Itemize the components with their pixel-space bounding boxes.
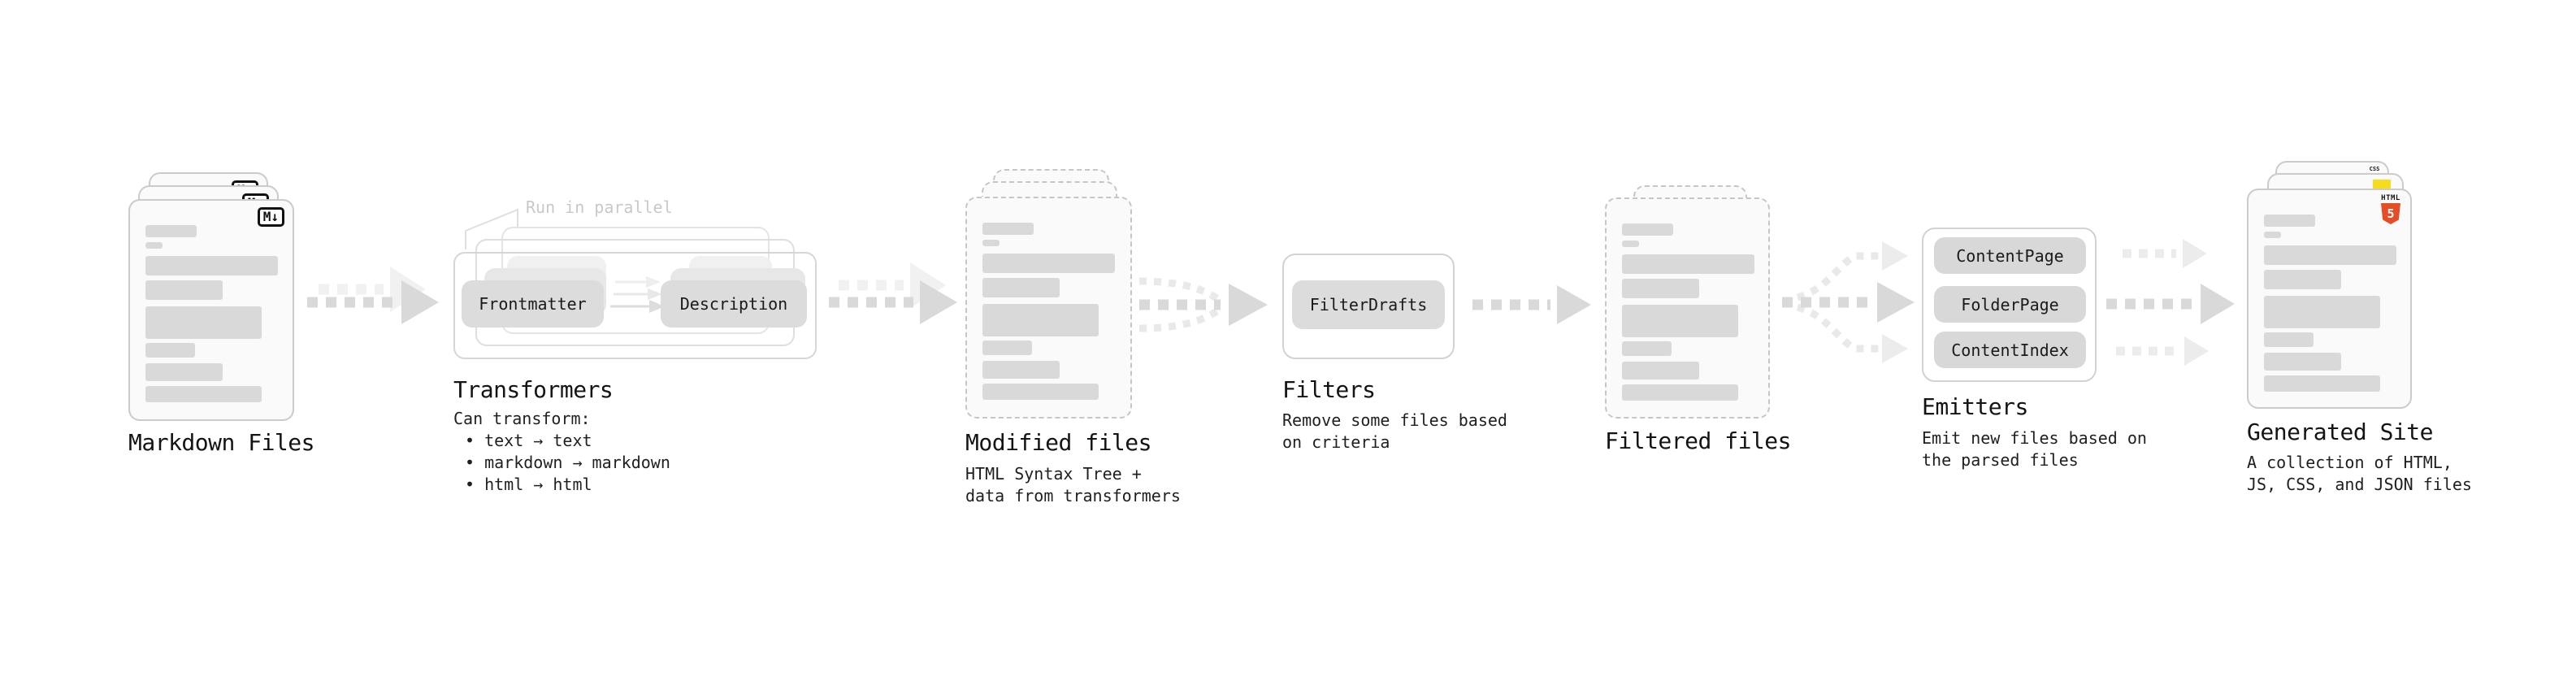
skeleton-bar	[145, 363, 223, 381]
site-file-card-html: HTML 5	[2247, 189, 2412, 409]
skeleton-bar	[982, 278, 1060, 297]
arrow-markdown-to-transformers	[307, 267, 439, 324]
transform-item: • html → html	[465, 475, 592, 494]
skeleton-bar	[2264, 353, 2341, 371]
emitter-pill-contentpage: ContentPage	[1934, 237, 2086, 274]
transformers-desc-title: Can transform:	[453, 409, 591, 428]
skeleton-bar	[145, 343, 195, 358]
description-pill: Description	[661, 280, 807, 327]
skeleton-bar	[982, 254, 1115, 273]
arrow-modified-to-filters	[1138, 277, 1268, 332]
emitters-label: Emitters	[1922, 393, 2028, 420]
skeleton-bar	[145, 256, 278, 275]
skeleton-bar	[1622, 341, 1672, 356]
skeleton-bar	[145, 280, 223, 300]
skeleton-bar	[1622, 279, 1699, 298]
filtered-files-label: Filtered files	[1605, 427, 1792, 454]
filtered-file-card	[1605, 197, 1770, 419]
markdown-icon: M↓	[257, 207, 284, 227]
arrow-filtered-to-emitters	[1782, 241, 1915, 363]
arrow-emitters-to-site	[2106, 239, 2235, 366]
js-icon	[2373, 180, 2391, 189]
skeleton-bar	[2264, 332, 2314, 347]
skeleton-bar	[982, 384, 1099, 400]
skeleton-bar	[982, 340, 1032, 355]
modified-files-label: Modified files	[965, 429, 1152, 456]
modified-file-card	[965, 197, 1132, 419]
transform-item: • text → text	[465, 431, 592, 450]
emitters-desc: Emit new files based on the parsed files	[1922, 428, 2147, 470]
markdown-file-card: M↓	[128, 199, 294, 421]
skeleton-bar	[2264, 215, 2315, 227]
generated-site-label: Generated Site	[2247, 419, 2434, 445]
run-in-parallel-annotation: Run in parallel	[526, 197, 673, 217]
filterdrafts-pill: FilterDrafts	[1292, 280, 1445, 329]
skeleton-bar	[1622, 384, 1738, 401]
skeleton-bar	[2264, 296, 2380, 328]
annotation-connector-line	[465, 208, 518, 249]
emitter-pill-folderpage: FolderPage	[1934, 286, 2086, 323]
transform-item: • markdown → markdown	[465, 453, 670, 472]
transformer-box	[453, 252, 817, 359]
arrow-filters-to-filtered	[1472, 285, 1591, 324]
transformers-label: Transformers	[453, 376, 614, 403]
skeleton-bar	[145, 306, 262, 339]
modified-files-desc: HTML Syntax Tree + data from transformer…	[965, 464, 1181, 505]
frontmatter-pill: Frontmatter	[462, 280, 604, 327]
skeleton-bar	[2264, 245, 2396, 265]
skeleton-bar	[1622, 254, 1754, 274]
skeleton-bar	[2264, 232, 2281, 238]
skeleton-bar	[145, 386, 262, 402]
transformer-inner-arrows	[610, 276, 665, 313]
skeleton-bar	[982, 361, 1060, 379]
emitter-pill-contentindex: ContentIndex	[1934, 332, 2086, 368]
skeleton-bar	[982, 304, 1099, 336]
skeleton-bar	[1622, 223, 1673, 236]
skeleton-bar	[1622, 241, 1639, 247]
skeleton-bar	[982, 240, 1000, 246]
skeleton-bar	[1622, 305, 1738, 337]
skeleton-bar	[2264, 270, 2341, 289]
skeleton-bar	[982, 223, 1034, 235]
html5-icon: HTML 5	[2381, 195, 2400, 224]
generated-site-desc: A collection of HTML, JS, CSS, and JSON …	[2247, 453, 2472, 494]
filters-desc: Remove some files based on criteria	[1282, 410, 1507, 452]
skeleton-bar	[2264, 375, 2380, 392]
markdown-files-label: Markdown Files	[128, 429, 315, 456]
skeleton-bar	[145, 225, 197, 237]
filters-label: Filters	[1282, 376, 1376, 403]
arrow-transformers-to-modified	[829, 262, 957, 324]
skeleton-bar	[145, 242, 163, 249]
skeleton-bar	[1622, 362, 1699, 380]
